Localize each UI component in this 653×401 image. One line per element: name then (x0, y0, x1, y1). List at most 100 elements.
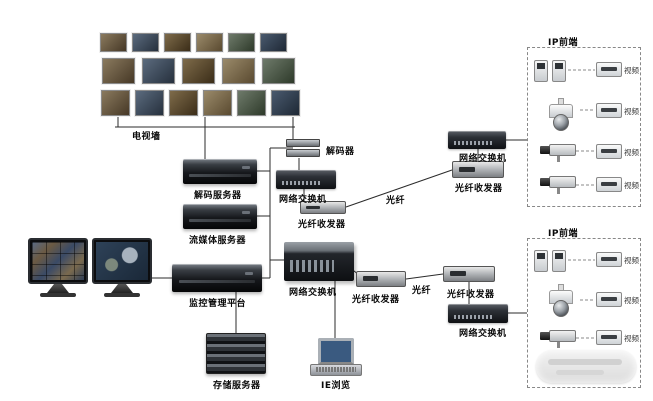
label-network-switch-right2: 网络交换机 (459, 329, 507, 339)
box-camera-icon (540, 142, 576, 162)
label-fiber-transceiver-top: 光纤收发器 (298, 220, 346, 230)
label-network-switch-top: 网络交换机 (279, 195, 327, 205)
label-video-5: 视频 (624, 256, 639, 265)
label-video-3: 视频 (624, 148, 639, 157)
camera-lens (540, 178, 550, 186)
video-encoder-icon (596, 292, 622, 307)
decoder-icon (286, 139, 320, 147)
tv-wall-thumbnail (228, 33, 255, 52)
fiber-transceiver-right2-icon (443, 266, 495, 282)
label-decoder: 解码器 (326, 147, 355, 157)
tv-wall-thumbnail (101, 90, 130, 116)
tv-wall-row-3 (101, 90, 300, 116)
video-encoder-icon (596, 177, 622, 192)
camera-bracket (557, 188, 561, 194)
tv-wall-thumbnail (203, 90, 232, 116)
ip-device-icon (534, 250, 548, 272)
label-decode-server: 解码服务器 (194, 191, 242, 201)
camera-bracket (557, 342, 561, 348)
camera-dome (552, 113, 570, 132)
camera-bracket (557, 156, 561, 162)
label-streaming-server: 流媒体服务器 (189, 236, 247, 246)
label-network-switch-right1: 网络交换机 (459, 154, 507, 164)
network-switch-center-icon (284, 242, 354, 281)
label-video-2: 视频 (624, 107, 639, 116)
tv-wall-thumbnail (196, 33, 223, 52)
tv-wall-thumbnail (135, 90, 164, 116)
tv-wall-thumbnail (169, 90, 198, 116)
tv-wall-thumbnail (262, 58, 295, 84)
monitor-stand (47, 284, 69, 293)
label-video-7: 视频 (624, 334, 639, 343)
tv-wall-thumbnail (164, 33, 191, 52)
laptop-screen (318, 338, 354, 364)
storage-server-icon (206, 333, 266, 374)
monitor-base (104, 293, 140, 297)
camera-body (549, 330, 576, 342)
camera-dome (552, 299, 570, 318)
fiber-transceiver-top-icon (300, 201, 346, 214)
tv-wall-thumbnail (260, 33, 287, 52)
monitor-icon (28, 238, 88, 284)
monitor-montage-screen (32, 242, 84, 280)
label-network-switch-center: 网络交换机 (289, 288, 337, 298)
camera-body (549, 176, 576, 188)
box-camera-icon (540, 328, 576, 348)
tv-wall-thumbnail (222, 58, 255, 84)
label-management-platform: 监控管理平台 (189, 299, 247, 309)
video-encoder-icon (596, 103, 622, 118)
tv-wall-thumbnail (182, 58, 215, 84)
label-ip-frontend-2: IP前端 (548, 229, 578, 239)
ip-device-icon (534, 60, 548, 82)
camera-lens (540, 332, 550, 340)
ip-frontend-zone-1 (527, 47, 641, 207)
camera-lens (540, 146, 550, 154)
laptop-keyboard (310, 364, 362, 376)
tv-wall-thumbnail (132, 33, 159, 52)
label-fiber-transceiver-right2: 光纤收发器 (447, 290, 495, 300)
ptz-dome-camera-icon (544, 284, 578, 320)
label-video-6: 视频 (624, 296, 639, 305)
label-fiber-1: 光纤 (386, 196, 406, 206)
fiber-transceiver-right1-icon (452, 161, 504, 178)
label-video-1: 视频 (624, 66, 639, 75)
camera-body (549, 144, 576, 156)
label-fiber-transceiver-center: 光纤收发器 (352, 295, 400, 305)
label-tv-wall: 电视墙 (132, 132, 161, 142)
decoder-icon (286, 149, 320, 157)
tv-wall-thumbnail (237, 90, 266, 116)
box-camera-icon (540, 174, 576, 194)
label-storage-server: 存储服务器 (213, 381, 261, 391)
video-encoder-icon (596, 62, 622, 77)
video-encoder-icon (596, 252, 622, 267)
watermark (536, 350, 636, 383)
tv-wall-row-2 (102, 58, 295, 84)
ip-device-icon (552, 250, 566, 272)
control-monitors (28, 238, 156, 298)
network-switch-top-icon (276, 170, 336, 189)
tv-wall-thumbnail (142, 58, 175, 84)
video-encoder-icon (596, 144, 622, 159)
label-video-4: 视频 (624, 181, 639, 190)
monitor-map-screen (96, 242, 148, 280)
ip-device-icon (552, 60, 566, 82)
monitor-icon (92, 238, 152, 284)
tv-wall-row-1 (100, 33, 287, 52)
streaming-server-icon (183, 204, 257, 229)
network-switch-right2-icon (448, 304, 508, 323)
tv-wall-thumbnail (102, 58, 135, 84)
fiber-transceiver-center-icon (356, 271, 406, 287)
label-ie-browser: IE浏览 (321, 381, 351, 391)
management-platform-icon (172, 264, 262, 292)
label-fiber-2: 光纤 (412, 286, 432, 296)
monitor-base (40, 293, 76, 297)
ptz-dome-camera-icon (544, 98, 578, 134)
label-ip-frontend-1: IP前端 (548, 38, 578, 48)
video-encoder-icon (596, 330, 622, 345)
laptop-icon (310, 338, 362, 376)
label-fiber-transceiver-right1: 光纤收发器 (455, 184, 503, 194)
tv-wall-thumbnail (271, 90, 300, 116)
tv-wall-thumbnail (100, 33, 127, 52)
